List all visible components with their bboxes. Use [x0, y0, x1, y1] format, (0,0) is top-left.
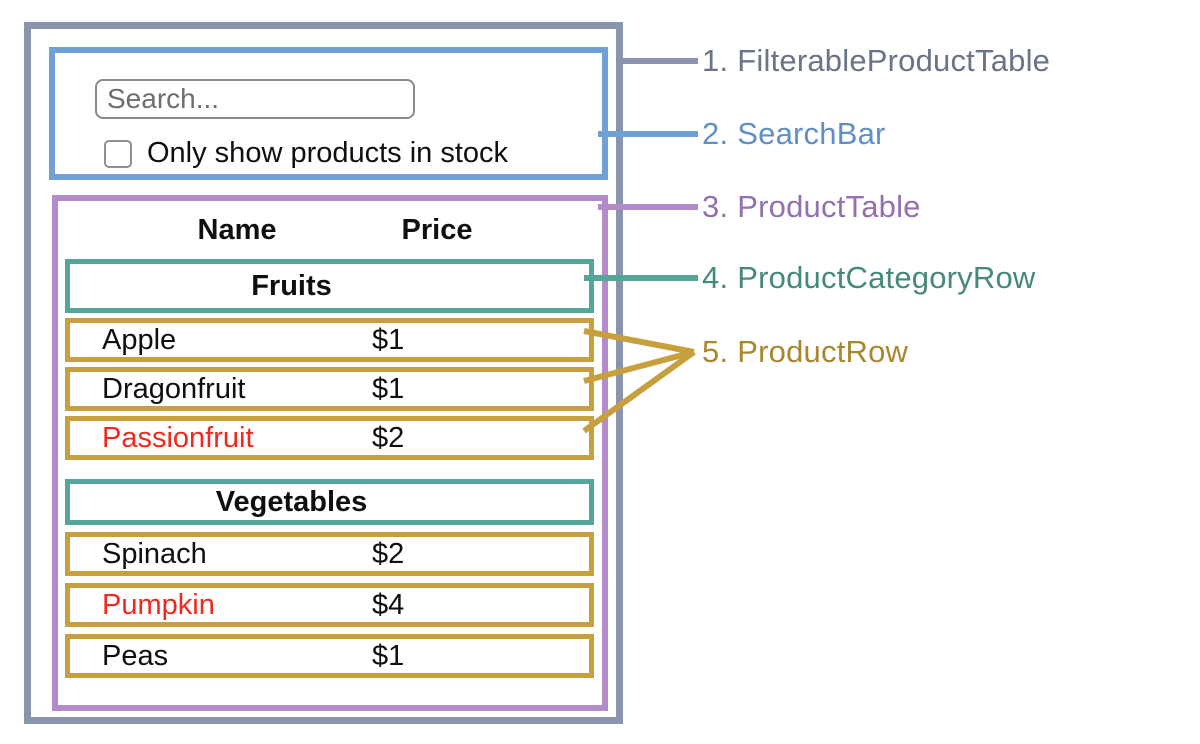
product-name: Spinach	[102, 537, 207, 570]
annotation-name: FilterableProductTable	[737, 43, 1051, 78]
annotation-product-table: 3. ProductTable	[702, 185, 921, 229]
filterable-product-table-box: Only show products in stock Name Price F…	[24, 22, 623, 724]
product-price: $1	[372, 323, 405, 356]
annotation-name: ProductTable	[737, 189, 921, 224]
product-row-spinach: Spinach $2	[65, 532, 594, 576]
product-name-out-of-stock: Pumpkin	[102, 588, 215, 621]
table-header-row: Name Price	[65, 201, 594, 259]
search-bar-box: Only show products in stock	[49, 47, 608, 180]
annotation-search-bar: 2. SearchBar	[702, 112, 886, 156]
product-name: Apple	[102, 323, 177, 356]
annotation-number: 1.	[702, 43, 729, 78]
annotation-number: 4.	[702, 260, 729, 295]
column-header-price: Price	[401, 213, 473, 246]
search-input[interactable]	[95, 79, 415, 119]
annotation-name: SearchBar	[737, 116, 886, 151]
product-row-dragonfruit: Dragonfruit $1	[65, 367, 594, 411]
product-price: $4	[372, 588, 405, 621]
column-header-name: Name	[197, 213, 277, 246]
product-category-row-fruits: Fruits	[65, 259, 594, 313]
product-price: $1	[372, 639, 405, 672]
product-price: $2	[372, 421, 405, 454]
product-name-out-of-stock: Passionfruit	[102, 421, 254, 454]
annotation-name: ProductRow	[737, 334, 909, 369]
annotation-product-category-row: 4. ProductCategoryRow	[702, 256, 1036, 300]
product-name: Dragonfruit	[102, 372, 246, 405]
product-price: $2	[372, 537, 405, 570]
product-row-pumpkin: Pumpkin $4	[65, 583, 594, 627]
product-category-row-vegetables: Vegetables	[65, 479, 594, 525]
annotation-number: 2.	[702, 116, 729, 151]
annotation-number: 3.	[702, 189, 729, 224]
in-stock-checkbox[interactable]	[104, 139, 132, 168]
product-table: Name Price Fruits Apple $1 Dragonfruit $…	[65, 201, 594, 678]
product-price: $1	[372, 372, 405, 405]
product-row-apple: Apple $1	[65, 318, 594, 362]
product-table-box: Name Price Fruits Apple $1 Dragonfruit $…	[52, 195, 608, 711]
product-row-passionfruit: Passionfruit $2	[65, 416, 594, 460]
product-row-peas: Peas $1	[65, 634, 594, 678]
annotation-number: 5.	[702, 334, 729, 369]
annotation-filterable-product-table: 1. FilterableProductTable	[702, 39, 1050, 83]
annotation-product-row: 5. ProductRow	[702, 330, 908, 374]
product-name: Peas	[102, 639, 169, 672]
annotation-name: ProductCategoryRow	[737, 260, 1036, 295]
in-stock-checkbox-label: Only show products in stock	[147, 137, 509, 169]
in-stock-checkbox-row[interactable]: Only show products in stock	[104, 137, 508, 170]
